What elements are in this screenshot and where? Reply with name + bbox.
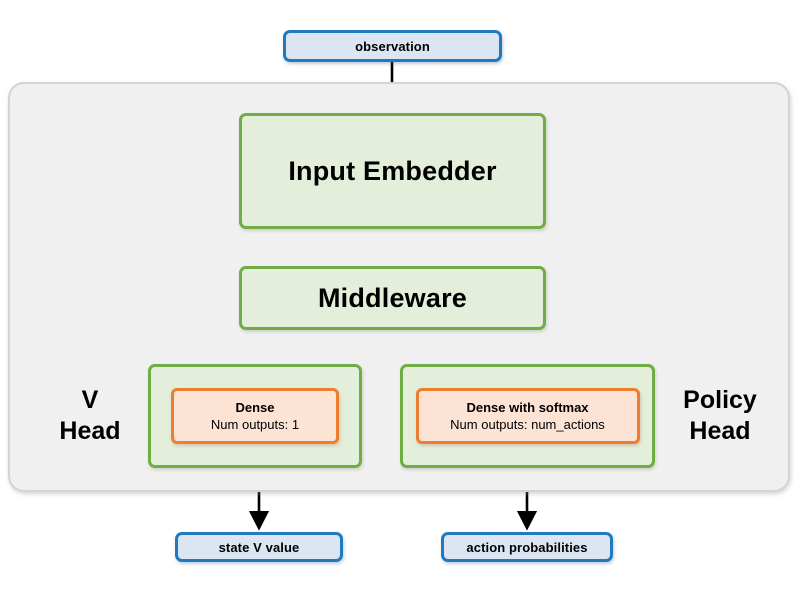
- action-probabilities-box[interactable]: action probabilities: [441, 532, 613, 562]
- v-head-caption-line1: V: [81, 386, 99, 414]
- middleware-label: Middleware: [317, 282, 468, 313]
- policy-head-dense-subtitle: Num outputs: num_actions: [450, 416, 605, 432]
- middleware-box[interactable]: Middleware: [239, 266, 546, 330]
- v-head-dense-box[interactable]: Dense Num outputs: 1: [171, 388, 339, 444]
- policy-head-caption-line1: Policy: [683, 386, 757, 414]
- policy-head-dense-box[interactable]: Dense with softmax Num outputs: num_acti…: [415, 388, 640, 444]
- v-head-box[interactable]: Dense Num outputs: 1: [148, 364, 362, 468]
- input-embedder-box[interactable]: Input Embedder: [239, 113, 546, 229]
- observation-box[interactable]: observation: [283, 30, 502, 62]
- v-head-dense-subtitle: Num outputs: 1: [210, 416, 300, 432]
- v-head-caption: V Head: [40, 385, 140, 447]
- v-head-caption-line2: Head: [59, 417, 121, 445]
- v-head-dense-title: Dense: [235, 399, 275, 415]
- observation-label: observation: [355, 38, 430, 54]
- policy-head-box[interactable]: Dense with softmax Num outputs: num_acti…: [400, 364, 655, 468]
- policy-head-dense-title: Dense with softmax: [466, 399, 589, 415]
- input-embedder-label: Input Embedder: [288, 155, 497, 186]
- policy-head-caption-line2: Head: [689, 417, 751, 445]
- policy-head-caption: Policy Head: [662, 385, 778, 447]
- state-v-value-label: state V value: [218, 539, 300, 555]
- state-v-value-box[interactable]: state V value: [175, 532, 343, 562]
- action-probabilities-label: action probabilities: [466, 539, 588, 555]
